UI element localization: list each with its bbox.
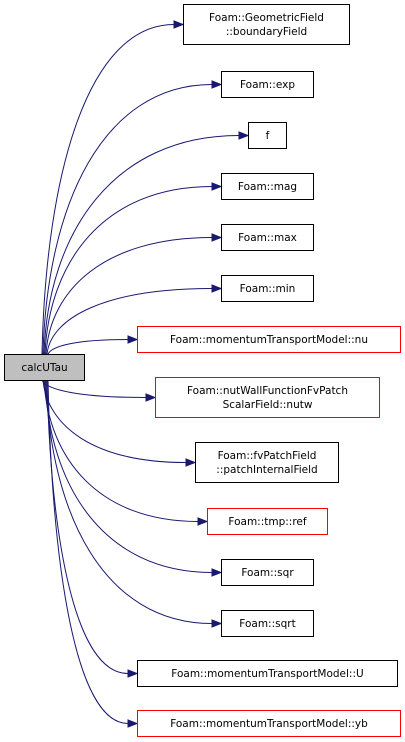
edge-exp bbox=[42, 84, 213, 355]
node-box bbox=[207, 508, 328, 535]
arrow-u bbox=[127, 669, 139, 678]
arrow-nu bbox=[127, 335, 139, 344]
node-yb[interactable]: Foam::momentumTransportModel::yb bbox=[137, 710, 401, 737]
call-nodes: calcUTau Foam::GeometricField::boundaryFi… bbox=[4, 4, 401, 737]
node-f[interactable]: f bbox=[248, 122, 287, 149]
node-label: Foam::momentumTransportModel::U bbox=[171, 668, 363, 680]
node-box bbox=[155, 377, 380, 418]
edge-max bbox=[45, 237, 213, 355]
arrow-ref bbox=[197, 517, 209, 526]
node-box bbox=[195, 442, 339, 483]
node-label: Foam::fvPatchField bbox=[218, 450, 317, 462]
node-label: Foam::nutWallFunctionFvPatch bbox=[187, 385, 348, 397]
arrow-sqr bbox=[211, 568, 223, 577]
edge-boundaryfield bbox=[41, 24, 175, 355]
node-min[interactable]: Foam::min bbox=[221, 275, 314, 302]
edge-min bbox=[46, 288, 213, 355]
node-patchinternalfield[interactable]: Foam::fvPatchField::patchInternalField bbox=[195, 442, 339, 483]
node-box bbox=[137, 710, 401, 737]
node-label: Foam::momentumTransportModel::nu bbox=[170, 334, 368, 346]
node-label: Foam::momentumTransportModel::yb bbox=[170, 718, 368, 730]
node-box bbox=[221, 173, 314, 200]
edge-sqrt bbox=[45, 379, 213, 624]
node-label: Foam::min bbox=[240, 283, 296, 295]
edge-nu bbox=[47, 339, 129, 355]
node-sqr[interactable]: Foam::sqr bbox=[221, 559, 314, 586]
edge-yb bbox=[47, 379, 129, 724]
node-boundaryfield[interactable]: Foam::GeometricField::boundaryField bbox=[183, 4, 350, 45]
node-box bbox=[137, 660, 398, 687]
call-edges bbox=[41, 20, 250, 728]
arrow-exp bbox=[211, 80, 223, 89]
edge-mag bbox=[44, 186, 213, 355]
node-box bbox=[183, 4, 350, 45]
arrow-patchinternalfield bbox=[185, 458, 197, 467]
node-box bbox=[4, 354, 85, 381]
arrow-mag bbox=[211, 182, 223, 191]
node-box bbox=[221, 610, 314, 637]
node-u[interactable]: Foam::momentumTransportModel::U bbox=[137, 660, 398, 687]
edge-f bbox=[43, 135, 240, 355]
node-label: ::patchInternalField bbox=[216, 464, 317, 476]
node-box bbox=[221, 224, 314, 251]
node-box bbox=[221, 71, 314, 98]
node-sqrt[interactable]: Foam::sqrt bbox=[221, 610, 314, 637]
arrow-max bbox=[211, 233, 223, 242]
node-max[interactable]: Foam::max bbox=[221, 224, 314, 251]
node-root[interactable]: calcUTau bbox=[4, 354, 85, 381]
node-nutw[interactable]: Foam::nutWallFunctionFvPatchScalarField:… bbox=[155, 377, 380, 418]
node-label: Foam::sqr bbox=[241, 567, 294, 579]
edge-u bbox=[46, 379, 129, 674]
node-box bbox=[221, 275, 314, 302]
arrow-yb bbox=[127, 719, 139, 728]
arrow-boundaryfield bbox=[173, 20, 185, 29]
node-mag[interactable]: Foam::mag bbox=[221, 173, 314, 200]
edge-nutw bbox=[41, 379, 147, 398]
node-ref[interactable]: Foam::tmp::ref bbox=[207, 508, 328, 535]
node-exp[interactable]: Foam::exp bbox=[221, 71, 314, 98]
node-label: ::boundaryField bbox=[226, 26, 307, 38]
node-label: Foam::mag bbox=[238, 181, 297, 193]
node-label: Foam::GeometricField bbox=[209, 12, 324, 24]
node-label: Foam::tmp::ref bbox=[228, 516, 306, 528]
arrow-sqrt bbox=[211, 619, 223, 628]
arrow-f bbox=[238, 131, 250, 140]
node-box bbox=[221, 559, 314, 586]
node-label: ScalarField::nutw bbox=[223, 399, 313, 411]
node-label: Foam::sqrt bbox=[239, 618, 295, 630]
node-box bbox=[137, 326, 401, 353]
node-label: Foam::exp bbox=[240, 79, 295, 91]
node-box bbox=[248, 122, 287, 149]
node-label: calcUTau bbox=[21, 362, 67, 374]
arrow-min bbox=[211, 284, 223, 293]
node-label: f bbox=[266, 130, 270, 142]
node-nu[interactable]: Foam::momentumTransportModel::nu bbox=[137, 326, 401, 353]
arrow-nutw bbox=[145, 393, 157, 402]
node-label: Foam::max bbox=[238, 232, 297, 244]
